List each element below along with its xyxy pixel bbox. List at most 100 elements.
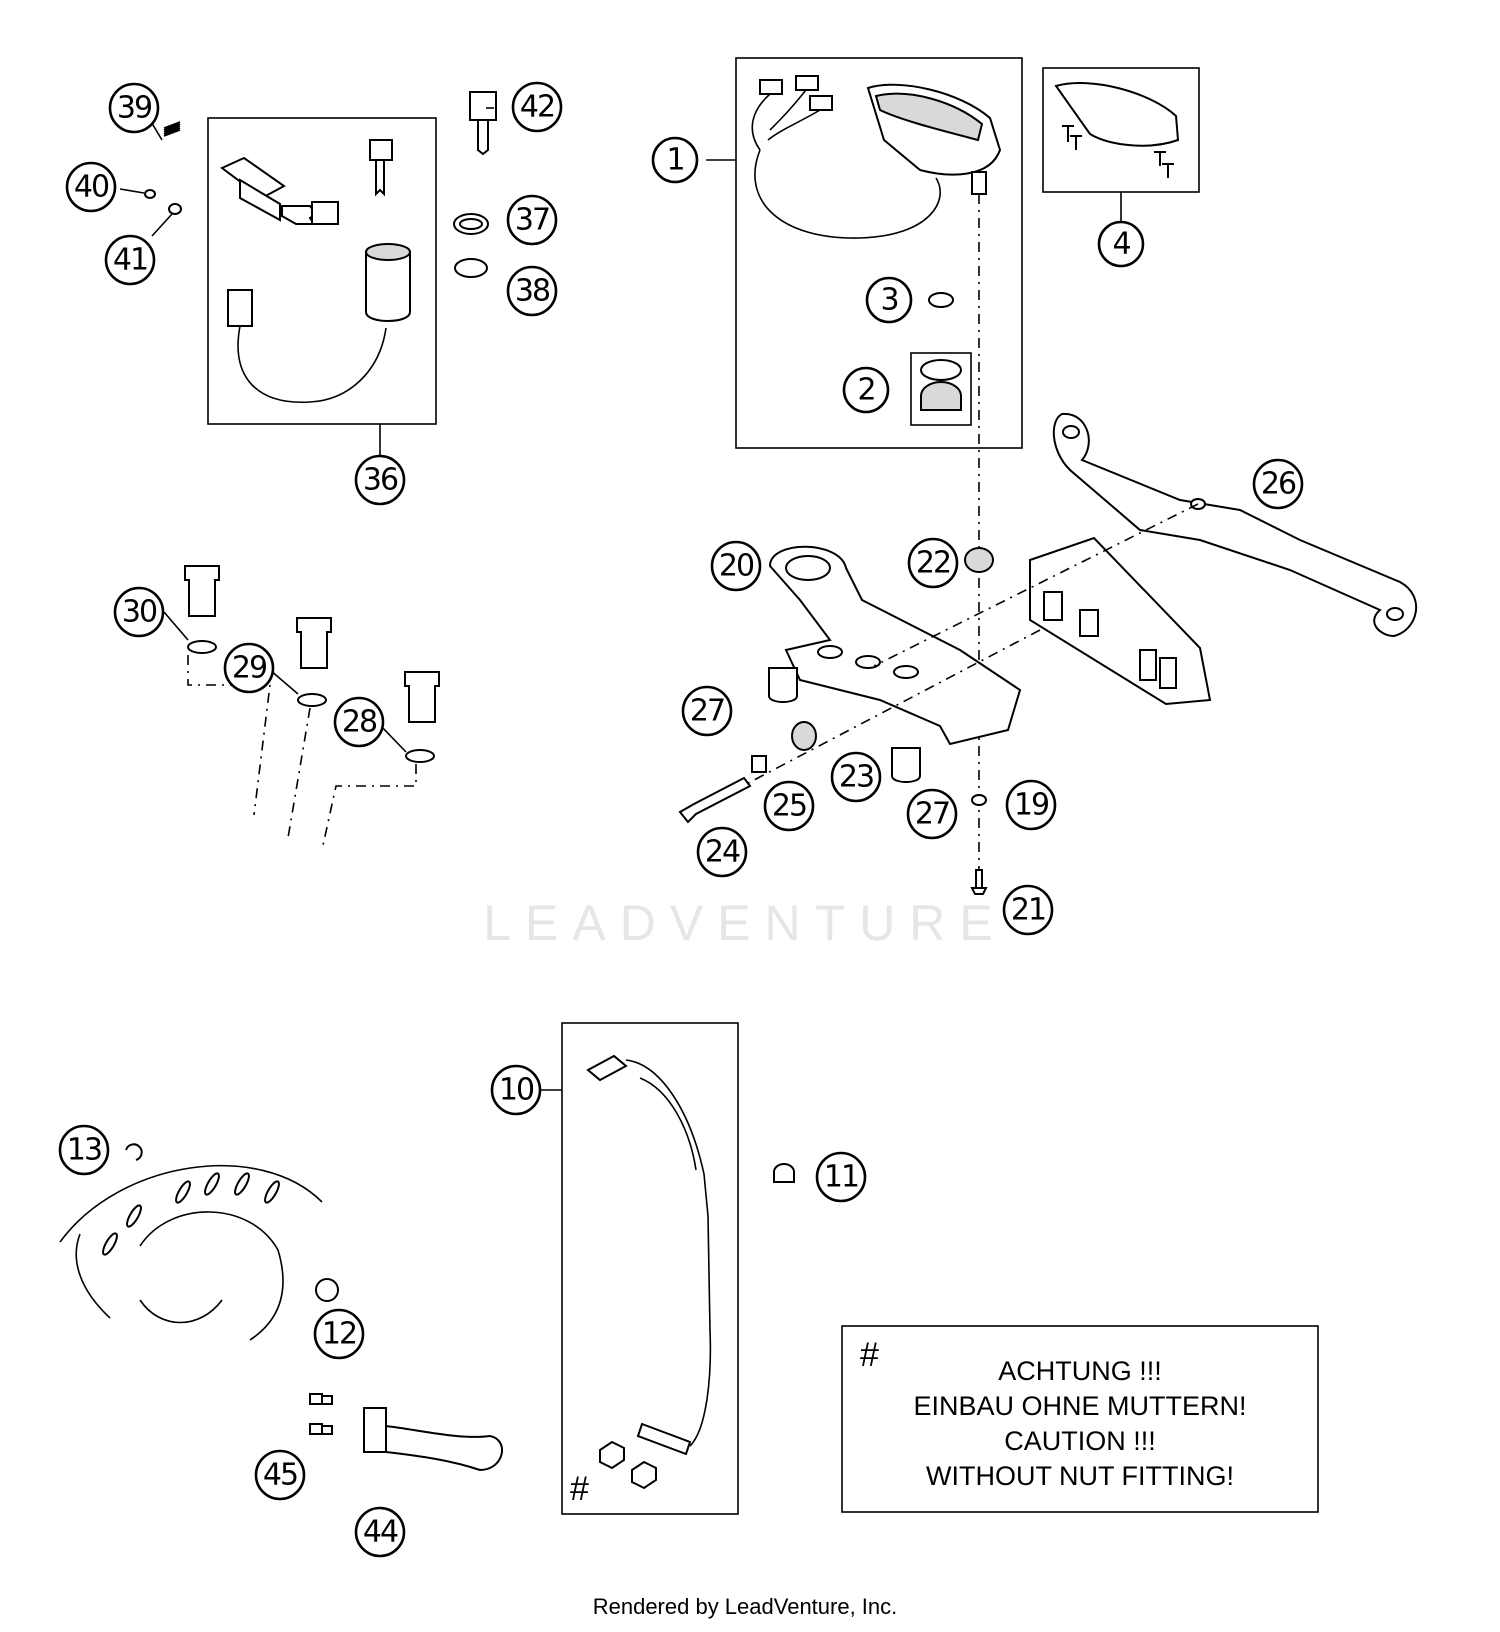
spring-drawing xyxy=(163,121,181,137)
ball-drawing xyxy=(144,189,156,199)
svg-text:37: 37 xyxy=(515,203,549,238)
rubber-damper-drawing xyxy=(791,721,817,751)
callout-37: 37 xyxy=(506,194,558,246)
svg-text:24: 24 xyxy=(705,835,740,870)
speed-sensor-drawing xyxy=(586,1054,712,1490)
callout-36: 36 xyxy=(354,454,406,506)
note-line-3: CAUTION !!! xyxy=(1004,1426,1156,1456)
ignition-switch-drawing xyxy=(220,139,411,403)
warning-note: # ACHTUNG !!! EINBAU OHNE MUTTERN! CAUTI… xyxy=(860,1336,1247,1491)
support-bar-drawing xyxy=(1052,412,1418,638)
nut-12-drawing xyxy=(315,1278,339,1302)
callout-44: 44 xyxy=(354,1506,406,1558)
callout-1: 1 xyxy=(651,136,699,184)
callout-28: 28 xyxy=(333,696,385,748)
note-line-4: WITHOUT NUT FITTING! xyxy=(926,1461,1234,1491)
warning-note-box xyxy=(841,1325,1319,1513)
screws-45-drawing xyxy=(309,1393,333,1435)
callout-26: 26 xyxy=(1252,458,1304,510)
svg-text:28: 28 xyxy=(342,705,377,740)
svg-text:1: 1 xyxy=(666,143,683,178)
cable-note-symbol: # xyxy=(570,1470,589,1508)
callout-13: 13 xyxy=(58,1124,110,1176)
svg-text:21: 21 xyxy=(1011,893,1045,928)
callout-4: 4 xyxy=(1097,220,1145,268)
note-symbol: # xyxy=(860,1336,879,1374)
svg-text:12: 12 xyxy=(322,1317,356,1352)
speed-sensor-kit-box xyxy=(561,1022,739,1515)
callout-12: 12 xyxy=(313,1308,365,1360)
callout-42: 42 xyxy=(511,81,563,133)
callout-24: 24 xyxy=(696,826,748,878)
speedometer-cover-drawing xyxy=(1054,82,1180,178)
callout-39: 39 xyxy=(108,82,160,134)
svg-text:36: 36 xyxy=(363,463,398,498)
svg-text:38: 38 xyxy=(515,274,550,309)
svg-text:20: 20 xyxy=(719,549,754,584)
callout-27: 27 xyxy=(681,685,733,737)
svg-text:26: 26 xyxy=(1261,467,1296,502)
speedometer-drawing xyxy=(751,75,1002,239)
svg-text:45: 45 xyxy=(263,1458,297,1493)
ignition-kit-box xyxy=(207,117,437,425)
note-line-1: ACHTUNG !!! xyxy=(998,1356,1162,1386)
speedometer-kit-box xyxy=(735,57,1023,449)
callout-10: 10 xyxy=(490,1064,542,1116)
callout-20: 20 xyxy=(710,540,762,592)
callout-3: 3 xyxy=(865,276,913,324)
circlip-drawing xyxy=(125,1143,143,1161)
svg-text:22: 22 xyxy=(916,546,950,581)
bulb-holder-box xyxy=(910,352,972,426)
key-drawing xyxy=(469,91,497,156)
callout-40: 40 xyxy=(65,161,117,213)
svg-text:30: 30 xyxy=(122,595,157,630)
screw-21-drawing xyxy=(970,869,988,895)
washer-drawing xyxy=(454,258,488,278)
callout-30: 30 xyxy=(113,586,165,638)
callout-19: 19 xyxy=(1005,779,1057,831)
callout-22: 22 xyxy=(907,537,959,589)
footer-credit: Rendered by LeadVenture, Inc. xyxy=(593,1594,898,1619)
bracket-drawing xyxy=(768,536,1212,746)
bolt-drawing xyxy=(678,776,752,824)
callout-2: 2 xyxy=(842,366,890,414)
washer-19-drawing xyxy=(971,794,987,806)
callout-41: 41 xyxy=(104,234,156,286)
callout-21: 21 xyxy=(1002,884,1054,936)
svg-text:4: 4 xyxy=(1112,227,1130,262)
watermark: LEADVENTURE xyxy=(483,895,1007,951)
sleeve-drawing xyxy=(751,755,767,773)
callout-11: 11 xyxy=(815,1151,867,1203)
cable-clip-drawing xyxy=(773,1163,795,1183)
sensor-bracket-drawing xyxy=(363,1407,503,1472)
svg-text:11: 11 xyxy=(824,1160,858,1195)
svg-text:39: 39 xyxy=(117,91,151,126)
bushing-drawing-2 xyxy=(891,747,921,783)
callout-25: 25 xyxy=(763,780,815,832)
bushing-drawing xyxy=(768,667,798,703)
callout-23: 23 xyxy=(830,751,882,803)
svg-text:41: 41 xyxy=(113,243,147,278)
svg-text:25: 25 xyxy=(772,789,806,824)
pin-drawing xyxy=(168,203,182,215)
callout-27b: 27 xyxy=(906,788,958,840)
callout-45: 45 xyxy=(254,1449,306,1501)
brake-disc-drawing xyxy=(59,1165,323,1341)
svg-text:13: 13 xyxy=(67,1133,101,1168)
o-ring-drawing xyxy=(928,292,954,308)
svg-text:29: 29 xyxy=(232,651,266,686)
svg-text:44: 44 xyxy=(363,1515,398,1550)
svg-text:19: 19 xyxy=(1014,788,1048,823)
svg-text:2: 2 xyxy=(857,373,874,408)
svg-text:27: 27 xyxy=(690,694,724,729)
callout-38: 38 xyxy=(506,265,558,317)
callout-29: 29 xyxy=(223,642,275,694)
svg-text:10: 10 xyxy=(499,1073,534,1108)
svg-text:42: 42 xyxy=(520,90,554,125)
svg-text:27: 27 xyxy=(915,797,949,832)
grommet-drawing xyxy=(964,547,994,573)
svg-text:40: 40 xyxy=(74,170,109,205)
svg-text:23: 23 xyxy=(839,760,873,795)
pins-drawing xyxy=(184,565,440,763)
